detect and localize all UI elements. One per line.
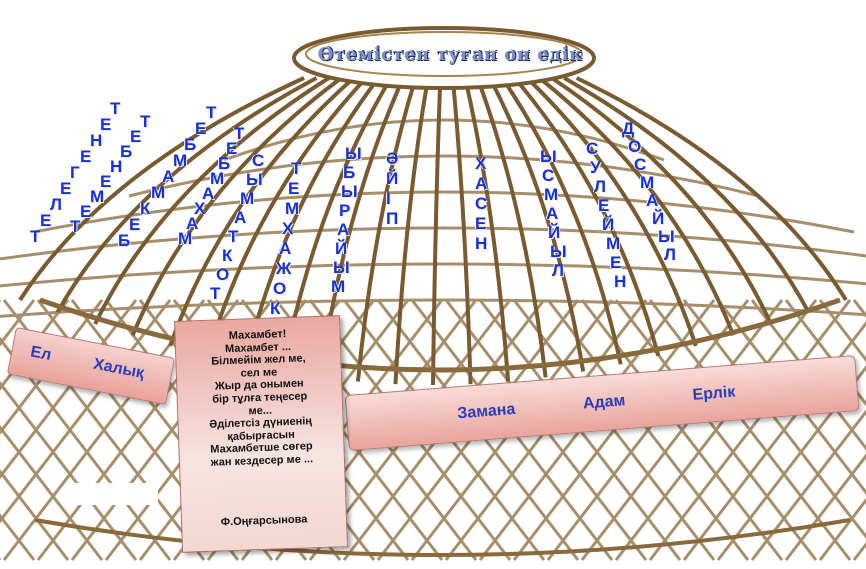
son-name-letter: Т [110, 100, 120, 117]
son-name-letter: Т [210, 285, 220, 302]
son-name-letter: Л [552, 262, 564, 279]
roof-pole [133, 78, 342, 335]
son-name-letter: Л [50, 196, 62, 213]
son-name-letter: А [162, 168, 174, 185]
son-name-letter: Й [602, 216, 614, 233]
son-name-letter: Й [386, 170, 398, 187]
son-name-letter: Е [60, 180, 71, 197]
son-name-letter: Р [339, 202, 350, 219]
son-name-letter: Х [475, 155, 486, 172]
son-name-letter: О [273, 280, 286, 297]
son-name-letter: М [173, 152, 187, 169]
son-name-letter: П [386, 210, 398, 227]
son-name-letter: Т [291, 160, 301, 177]
son-name-letter: Ы [333, 259, 350, 276]
son-name-letter: К [270, 300, 280, 317]
son-name-letter: Е [598, 197, 609, 214]
son-name-letter: Е [129, 216, 140, 233]
son-name-letter: Ы [550, 243, 567, 260]
son-name-letter: Ы [246, 171, 263, 188]
son-name-letter: Ы [540, 148, 557, 165]
son-name-letter: У [590, 159, 601, 176]
banner-word-zamana: Замана [457, 401, 516, 423]
son-name-letter: Ә [386, 150, 398, 167]
son-name-letter: Г [70, 164, 80, 181]
son-name-letter: О [628, 138, 641, 155]
son-name-letter: Е [80, 148, 91, 165]
son-name-letter: А [337, 221, 349, 238]
son-name-letter: Б [118, 232, 130, 249]
son-name-letter: Ы [345, 145, 362, 162]
son-name-letter: С [252, 152, 264, 169]
son-name-letter: Е [288, 180, 299, 197]
son-name-letter: Т [228, 228, 238, 245]
roof-pole [433, 78, 440, 385]
son-name-letter: А [279, 240, 291, 257]
son-name-letter: Й [652, 210, 664, 227]
son-name-letter: Ы [341, 183, 358, 200]
son-name-letter: Б [184, 136, 196, 153]
son-name-letter: Т [234, 125, 244, 142]
son-name-letter: М [331, 278, 345, 295]
son-name-letter: Т [70, 218, 80, 235]
son-name-letter: Д [622, 120, 634, 137]
son-name-letter: М [151, 184, 165, 201]
son-name-letter: Е [40, 212, 51, 229]
son-name-letter: Н [475, 235, 487, 252]
son-name-letter: І [386, 190, 391, 207]
son-name-letter: К [140, 200, 150, 217]
son-name-letter: М [285, 200, 299, 217]
son-name-letter: Б [343, 164, 355, 181]
son-name-letter: С [475, 195, 487, 212]
banner-word-halyk: Халық [92, 356, 146, 383]
son-name-letter: Е [195, 120, 206, 137]
banner-word-erlik: Ерлік [692, 384, 736, 405]
son-name-letter: А [475, 175, 487, 192]
poem-card: Махамбет! Махамбет ... Білмейім жел ме, … [174, 315, 348, 553]
son-name-letter: М [240, 190, 254, 207]
son-name-letter: Е [100, 116, 111, 133]
son-name-letter: Л [664, 246, 676, 263]
son-name-letter: Е [610, 254, 621, 271]
page-title: Өтемістен туған он едік [240, 44, 660, 65]
son-name-letter: С [542, 167, 554, 184]
son-name-letter: Л [594, 178, 606, 195]
son-name-letter: Н [90, 132, 102, 149]
poem-author: Ф.Оңғарсынова [182, 512, 346, 530]
son-name-letter: С [586, 140, 598, 157]
son-name-letter: Й [335, 240, 347, 257]
blank-patch [72, 483, 158, 505]
son-name-letter: Н [614, 273, 626, 290]
son-name-letter: Е [475, 215, 486, 232]
son-name-letter: К [222, 247, 232, 264]
son-name-letter: М [640, 174, 654, 191]
banner-word-adam: Адам [582, 392, 626, 413]
son-name-letter: Т [206, 104, 216, 121]
son-name-letter: М [544, 186, 558, 203]
son-name-letter: Й [548, 224, 560, 241]
son-name-letter: А [646, 192, 658, 209]
son-name-letter: А [546, 205, 558, 222]
son-name-letter: М [606, 235, 620, 252]
poem-text: Махамбет! Махамбет ... Білмейім жел ме, … [181, 326, 338, 470]
son-name-letter: Ы [658, 228, 675, 245]
son-name-letter: О [216, 266, 229, 283]
son-name-letter: Х [282, 220, 293, 237]
banner-word-el: Ел [29, 343, 53, 365]
roof-pole [453, 78, 471, 384]
son-name-letter: Ж [276, 260, 291, 277]
son-name-letter: Т [30, 228, 40, 245]
son-name-letter: Т [140, 113, 150, 130]
son-name-letter: С [634, 156, 646, 173]
son-name-letter: А [234, 209, 246, 226]
